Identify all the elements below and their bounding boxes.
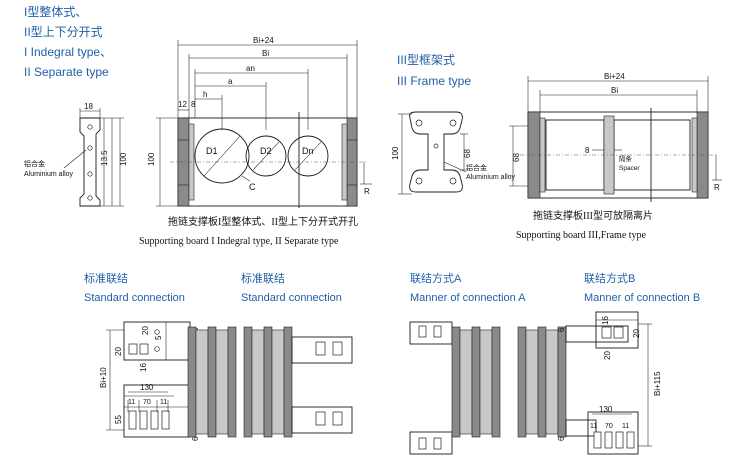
conn-heading-3-en: Manner of connection A: [410, 292, 526, 304]
connection-headings: 标准联结 Standard connection 标准联结 Standard c…: [84, 271, 700, 304]
title-type2-en: II Separate type: [24, 65, 109, 79]
conn2-dim-130: 130: [599, 405, 613, 414]
aluminium-plate-profile: [79, 117, 101, 207]
dim-h: h: [203, 90, 207, 99]
conn1-dim-20-top: 20: [141, 326, 150, 335]
dim-18: 18: [84, 102, 93, 111]
fig2-frame-side-view: 100 68 铝合金 Aluminium alloy: [391, 111, 516, 195]
title-type3-cn: III型框架式: [397, 53, 455, 67]
conn1-dim-16: 16: [139, 363, 148, 372]
conn-heading-3-cn: 联结方式A: [410, 271, 462, 285]
dim-8: 8: [191, 100, 196, 109]
dim-bi-plus-24-frame: Bi+24: [604, 72, 625, 81]
dim-bi-plus-24: Bi+24: [253, 36, 274, 45]
hole-d1: [194, 128, 250, 184]
dim-a: a: [228, 77, 233, 86]
aluminium-label-cn: 铝合金: [24, 159, 45, 168]
standard-connection-drawing: 20 5 20 16 6 6 Bi+10 130 11 70 11 55: [99, 321, 353, 441]
conn1-dim-70: 70: [143, 399, 151, 406]
dim-100-side: 100: [119, 152, 128, 166]
caption3-en: Supporting board III,Frame type: [516, 230, 647, 241]
frame-i-profile: [409, 111, 463, 193]
caption1-cn: 拖链支撑板I型整体式、II型上下分开式开孔: [168, 215, 358, 228]
hole-d2: [245, 135, 287, 177]
dim-an: an: [246, 64, 255, 73]
aluminium-label-en: Aluminium alloy: [24, 171, 74, 178]
conn1-dim-bi-plus-10: Bi+10: [99, 367, 108, 388]
spacer-label-cn: 隔条: [619, 154, 633, 163]
conn2-dim-20-mid: 20: [603, 351, 612, 360]
title-type2-cn: II型上下分开式: [24, 25, 103, 39]
conn2-dim-6-bottom: 6: [557, 436, 566, 441]
connection-a-b-drawing: 6 6 16 20 20 130 11 70 11 Bi+115: [409, 311, 662, 455]
conn-heading-1-cn: 标准联结: [84, 271, 128, 285]
conn-heading-1-en: Standard connection: [84, 292, 185, 304]
fig3-frame-main-view: Bi+24 Bi 68 8 隔条 Spacer R 拖链支撑板III型可放隔离片…: [509, 72, 722, 241]
label-c: C: [249, 182, 256, 192]
dim-100-frame: 100: [391, 146, 400, 160]
fig1-main-view: Bi+24 Bi an a h 12 8 100: [139, 36, 372, 247]
conn2-dim-bi-plus-115: Bi+115: [653, 371, 662, 396]
conn1-dim-11-right: 11: [160, 399, 167, 406]
dim-68-main: 68: [512, 153, 521, 162]
caption3-cn: 拖链支撑板III型可放隔离片: [533, 209, 653, 222]
conn1-dim-55: 55: [114, 415, 123, 424]
dim-8-spacer: 8: [585, 146, 590, 155]
label-r-frame: R: [714, 183, 720, 192]
conn2-dim-70: 70: [605, 423, 613, 430]
title-type1-en: I Indegral type、: [24, 45, 112, 59]
conn2-dim-16: 16: [601, 316, 610, 325]
dim-100-main: 100: [147, 152, 156, 166]
conn2-dim-11-right: 11: [622, 423, 629, 430]
fig1-side-view: 18 13.5 100 铝合金 Aluminium alloy: [24, 102, 128, 207]
label-r: R: [364, 187, 370, 196]
label-dn: Dn: [302, 146, 314, 156]
dim-12: 12: [178, 100, 187, 109]
title-block-1-2: I型整体式、 II型上下分开式 I Indegral type、 II Sepa…: [24, 4, 112, 79]
conn1-dim-6-bottom: 6: [191, 436, 200, 441]
conn-heading-4-en: Manner of connection B: [584, 292, 700, 304]
dim-bi: Bi: [262, 49, 269, 58]
conn-heading-2-en: Standard connection: [241, 292, 342, 304]
spacer-label-en: Spacer: [619, 165, 640, 172]
label-d2: D2: [260, 146, 272, 156]
hole-dn: [287, 135, 329, 177]
frame-alu-cn: 铝合金: [466, 163, 487, 172]
conn2-dim-11-left: 11: [590, 423, 597, 430]
conn1-dim-11-left: 11: [128, 399, 135, 406]
title-type1-cn: I型整体式、: [24, 4, 87, 19]
dim-bi-frame: Bi: [611, 86, 618, 95]
dim-13-5: 13.5: [100, 150, 109, 166]
title-block-3: III型框架式 III Frame type: [397, 53, 471, 88]
conn-heading-2-cn: 标准联结: [241, 271, 285, 285]
conn1-dim-130: 130: [140, 383, 154, 392]
dim-68-frame: 68: [463, 149, 472, 158]
title-type3-en: III Frame type: [397, 74, 471, 88]
frame-alu-en: Aluminium alloy: [466, 174, 516, 181]
conn2-dim-6-top: 6: [557, 327, 566, 332]
conn-heading-4-cn: 联结方式B: [584, 271, 635, 285]
caption1-en: Supporting board I Indegral type, II Sep…: [139, 236, 339, 247]
conn1-dim-5: 5: [154, 335, 163, 340]
conn2-dim-20-top: 20: [632, 329, 641, 338]
label-d1: D1: [206, 146, 218, 156]
conn1-dim-20-side: 20: [114, 347, 123, 356]
